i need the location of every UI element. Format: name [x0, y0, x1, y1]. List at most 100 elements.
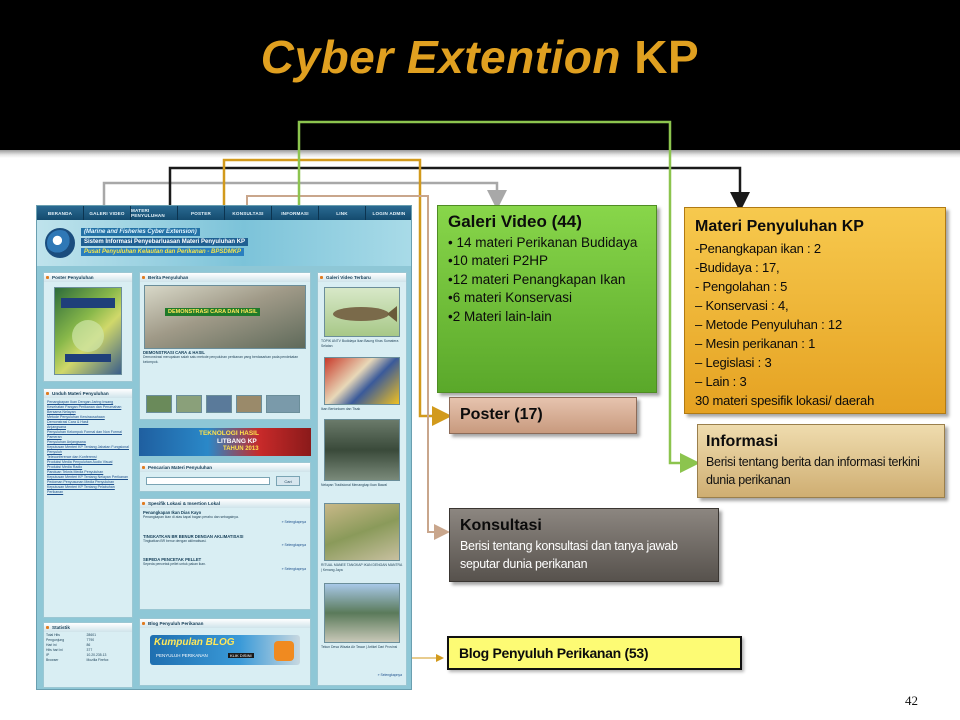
list-item: – Metode Penyuluhan : 12	[695, 317, 842, 332]
location-more-link[interactable]: » Selengkapnya	[281, 566, 306, 571]
site-logo-icon	[45, 228, 75, 258]
location-article-text: Penangkapan ikan di atas kapal bagan per…	[143, 515, 239, 519]
tech-banner-line-2: LITBANG KP	[217, 438, 257, 445]
tech-banner-line-1: TEKNOLOGI HASIL	[199, 430, 259, 437]
news-mini-thumbnail[interactable]	[266, 395, 300, 413]
location-article-text: Tingkatkan BR benur dengan aklimatisasi.	[143, 538, 207, 543]
poster-panel-title: Poster Penyuluhan	[44, 273, 132, 282]
download-link[interactable]: Keputusan Menteri KP Tentang Jabatan Fun…	[47, 445, 129, 454]
blog-banner-sub: PENYULUH PERIKANAN	[156, 653, 208, 658]
website-screenshot: Beranda Galeri Video Materi Penyuluhan P…	[36, 205, 412, 690]
callout-galeri-video: Galeri Video (44) • 14 materi Perikanan …	[437, 205, 657, 393]
download-link[interactable]: Kesehatan Pangan Perikanan dan Perumahan…	[47, 405, 122, 414]
nav-tab-galeri-video[interactable]: Galeri Video	[84, 206, 131, 220]
download-link[interactable]: Pedoman Penyusunan Media Penyuluhan	[47, 480, 115, 484]
blog-panel: Blog Penyuluh Perikanan Kumpulan BLOG PE…	[139, 618, 311, 686]
download-link[interactable]: Demonstrasi Cara & Hasil	[47, 420, 89, 424]
slide-title-regular: KP	[634, 31, 700, 83]
download-link[interactable]: Keputusan Menteri KP Tentang Pelabuhan P…	[47, 485, 115, 494]
download-link[interactable]: Penangkapan Ikan Dengan Jaring Insang	[47, 400, 114, 404]
download-link[interactable]: Metode Penyuluhan Kewirausahaan	[47, 415, 105, 419]
video-caption[interactable]: Ikan Bertonkam dan Tisak	[321, 407, 361, 411]
callout-konsultasi-description: Berisi tentang konsultasi dan tanya jawa…	[460, 539, 678, 571]
banner-line-1: (Marine and Fisheries Cyber Extension)	[81, 228, 200, 236]
download-link[interactable]: Keputusan Menteri KP Tentang Nelayan Per…	[47, 475, 128, 479]
page-number: 42	[905, 693, 918, 708]
list-item: – Lain : 3	[695, 374, 747, 389]
news-article-title[interactable]: DEMONSTRASI CARA & HASIL	[143, 350, 205, 355]
slide-title-italic: Cyber Extention	[260, 31, 622, 83]
list-item: -Penangkapan ikan : 2	[695, 241, 821, 256]
list-item: – Legislasi : 3	[695, 355, 772, 370]
location-article-title[interactable]: SEPEDA PENCETAK PELLET	[143, 557, 202, 562]
tech-banner[interactable]: TEKNOLOGI HASIL LITBANG KP TAHUN 2013	[139, 428, 311, 456]
callout-konsultasi-title: Konsultasi	[460, 517, 542, 534]
news-panel: Berita Penyuluhan DEMONSTRASI CARA DAN H…	[139, 272, 311, 420]
nav-tab-poster[interactable]: Poster	[178, 206, 225, 220]
video-more-link[interactable]: » Selengkapnya	[377, 673, 402, 677]
download-link[interactable]: Panduan Teknis Media Penyuluhan	[47, 470, 104, 474]
video-thumbnail[interactable]	[324, 287, 400, 337]
list-item: - Pengolahan : 5	[695, 279, 788, 294]
callout-poster-title: Poster (17)	[460, 406, 543, 423]
download-link[interactable]: Produksi Media Radio	[47, 465, 83, 469]
blog-panel-title: Blog Penyuluh Perikanan	[140, 619, 310, 628]
video-panel: Galeri Video Terbaru TOPIK ANTV Budidaya…	[317, 272, 407, 686]
video-thumbnail[interactable]	[324, 583, 400, 643]
location-panel-title: Spesifik Lokasi & Insertion Lokal	[140, 499, 310, 508]
nav-tab-materi-penyuluhan[interactable]: Materi Penyuluhan	[131, 206, 178, 220]
search-panel: Pencarian Materi Penyuluhan Cari	[139, 462, 311, 492]
location-more-link[interactable]: » Selengkapnya	[281, 543, 306, 547]
stats-panel-title: Statistik	[44, 623, 132, 632]
search-button[interactable]: Cari	[276, 476, 300, 486]
callout-materi-title: Materi Penyuluhan KP	[695, 218, 864, 235]
list-item: •10 materi P2HP	[448, 253, 549, 269]
list-item: – Mesin perikanan : 1	[695, 336, 816, 351]
video-thumbnail[interactable]	[324, 357, 400, 405]
callout-informasi-description: Berisi tentang berita dan informasi terk…	[706, 455, 920, 487]
poster-image	[61, 298, 115, 362]
download-link[interactable]: Anjangsana	[47, 425, 66, 429]
video-thumbnail[interactable]	[324, 503, 400, 561]
download-link[interactable]: Produksi Media Penyuluhan Audio Visual	[47, 460, 113, 464]
download-link[interactable]: Teleconference dan Konferensi	[47, 455, 97, 459]
tech-banner-line-3: TAHUN 2013	[223, 446, 259, 452]
nav-tab-link[interactable]: Link	[319, 206, 366, 220]
fish-icon	[333, 306, 397, 322]
download-link-list: Penangkapan Ikan Dengan Jaring Insang Ke…	[44, 398, 132, 497]
location-more-link[interactable]: » Selengkapnya	[281, 519, 306, 524]
search-input[interactable]	[146, 477, 270, 485]
location-article-title[interactable]: TINGKATKAN BR BENUR DENGAN AKLIMATISASI	[143, 533, 244, 539]
poster-thumbnail[interactable]	[54, 287, 122, 375]
list-item: -Budidaya : 17,	[695, 260, 780, 275]
news-mini-thumbnail[interactable]	[176, 395, 202, 413]
download-link[interactable]: Pameran	[47, 435, 62, 439]
download-link[interactable]: Penyuluhan Kelompok Formal dan Non Forma…	[47, 430, 122, 434]
news-mini-thumbnail[interactable]	[146, 395, 172, 413]
nav-tab-beranda[interactable]: Beranda	[37, 206, 84, 220]
video-thumbnail[interactable]	[324, 419, 400, 481]
news-mini-thumbnail[interactable]	[236, 395, 262, 413]
list-item: •12 materi Penangkapan Ikan	[448, 271, 626, 287]
nav-tab-informasi[interactable]: Informasi	[272, 206, 319, 220]
news-image[interactable]: DEMONSTRASI CARA DAN HASIL	[144, 285, 306, 349]
video-caption[interactable]: RITUAL MANEE TANGKAP IKAN DENGAN MANTRA …	[321, 563, 403, 572]
download-link[interactable]: Penyuluhan Anjangsana	[47, 440, 86, 444]
location-article-title[interactable]: Penangkapan Ikan Dias Kayo	[143, 510, 202, 515]
video-caption[interactable]: Nelayan Tradisional Menangkap Ikan Bawal	[321, 483, 387, 487]
blog-banner[interactable]: Kumpulan BLOG PENYULUH PERIKANAN KLIK DI…	[150, 635, 300, 665]
list-item: • 14 materi Perikanan Budidaya	[448, 235, 638, 250]
video-caption[interactable]: TOPIK ANTV Budidaya Ikan Baung Khas Suma…	[321, 339, 399, 348]
video-caption[interactable]: Tekun Desa Wisata Air Tawar | Artikel Da…	[321, 645, 398, 649]
callout-konsultasi: Konsultasi Berisi tentang konsultasi dan…	[449, 508, 719, 582]
nav-tab-konsultasi[interactable]: Konsultasi	[225, 206, 272, 220]
nav-tab-login-admin[interactable]: Login Admin	[366, 206, 411, 220]
news-mini-thumbnail[interactable]	[206, 395, 232, 413]
location-article-text: Sepeda pencetak pellet untuk pakan ikan.	[143, 562, 206, 566]
callout-informasi: Informasi Berisi tentang berita dan info…	[697, 424, 945, 498]
list-item: – Konservasi : 4,	[695, 298, 789, 313]
